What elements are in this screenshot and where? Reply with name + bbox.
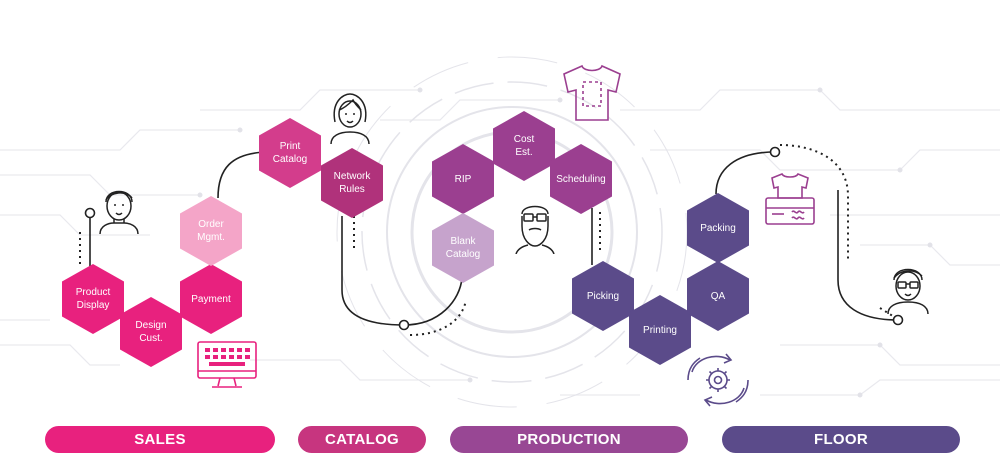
- stage-production: PRODUCTION: [450, 426, 688, 453]
- woman-avatar-icon: [330, 93, 370, 144]
- tshirt-packing-icon: [765, 172, 815, 225]
- hex-print-catalog: Print Catalog: [259, 118, 321, 188]
- stage-catalog: CATALOG: [298, 426, 426, 453]
- bearded-man-avatar-icon: [515, 205, 555, 254]
- hex-network-rules: Network Rules: [321, 148, 383, 218]
- tshirt-template-icon: [563, 64, 621, 121]
- glasses-man-avatar-icon: [887, 268, 929, 314]
- gear-cycle-icon: [687, 353, 749, 407]
- hex-rip: RIP: [432, 144, 494, 214]
- hex-order-mgmt: Order Mgmt.: [180, 196, 242, 266]
- monitor-keyboard-icon: [197, 341, 257, 388]
- man-avatar-icon: [99, 190, 139, 234]
- stage-floor: FLOOR: [722, 426, 960, 453]
- stage-sales: SALES: [45, 426, 275, 453]
